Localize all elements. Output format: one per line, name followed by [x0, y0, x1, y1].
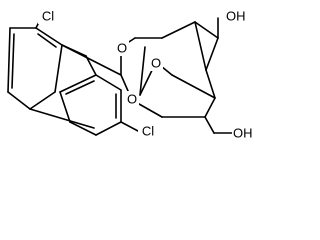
svg-text:O: O — [151, 56, 161, 71]
svg-text:Cl: Cl — [142, 124, 154, 139]
aryl-ring-left-bonds — [7, 15, 122, 129]
atom-label-oh-bottom: OH — [232, 125, 260, 141]
svg-text:OH: OH — [226, 9, 246, 24]
molecule-structure: Cl Cl O O O OH OH — [7, 8, 260, 141]
atom-label-oh-top: OH — [226, 8, 250, 24]
svg-text:O: O — [127, 92, 137, 107]
substituent-bonds — [204, 17, 233, 134]
atom-label-cl-bottom: Cl — [138, 123, 158, 139]
svg-text:OH: OH — [233, 126, 253, 141]
svg-text:O: O — [117, 41, 127, 56]
atom-label-o-ring-top: O — [115, 40, 129, 56]
atom-label-o-bridge: O — [149, 55, 163, 71]
atom-label-cl-top: Cl — [38, 8, 58, 24]
aryl-ring-right-bonds — [59, 44, 139, 136]
svg-text:Cl: Cl — [42, 9, 54, 24]
atom-label-o-ring-bottom: O — [125, 91, 139, 107]
